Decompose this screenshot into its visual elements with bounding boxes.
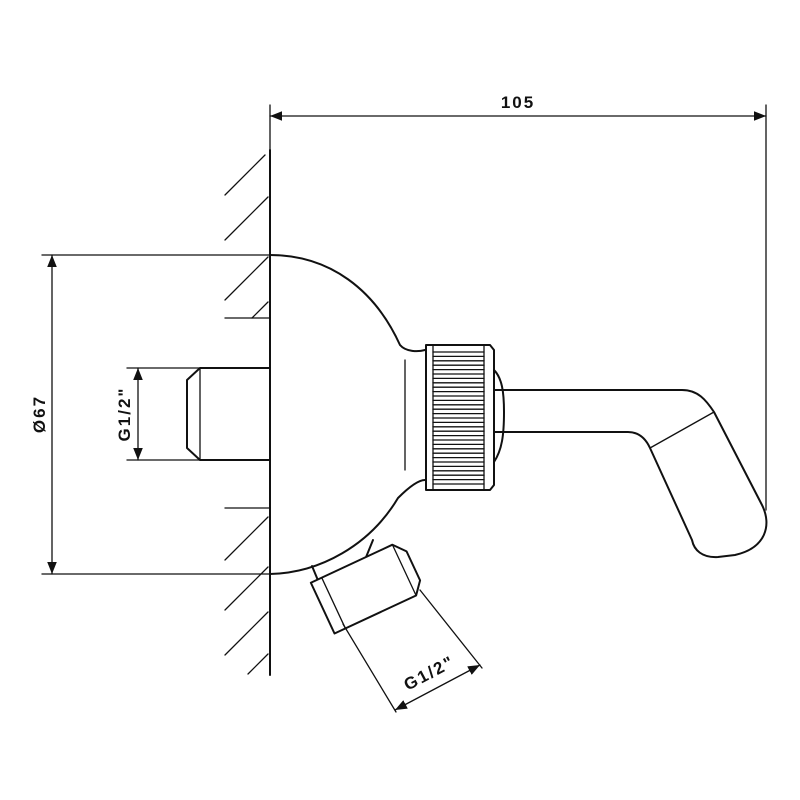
dimension-body-diameter: Ø67 <box>30 254 271 575</box>
dimension-overall-length: 105 <box>269 93 767 511</box>
wall-hatching <box>224 154 269 675</box>
knurl-lines <box>432 351 485 485</box>
dimension-inlet-thread: G1/2" <box>115 367 201 461</box>
spout-arm <box>494 389 768 559</box>
knurled-nut <box>425 344 505 491</box>
wall <box>224 149 271 676</box>
dimension-label-inlet-thread: G1/2" <box>115 387 134 442</box>
valve-body <box>269 254 426 575</box>
inlet-threaded-nipple <box>186 367 271 461</box>
side-outlet-connector <box>309 539 422 635</box>
dimension-label-outlet-thread: G1/2" <box>401 652 458 695</box>
dimension-label-105: 105 <box>501 93 535 112</box>
dimension-label-d67: Ø67 <box>30 395 49 433</box>
dimension-line-outlet <box>394 664 481 711</box>
